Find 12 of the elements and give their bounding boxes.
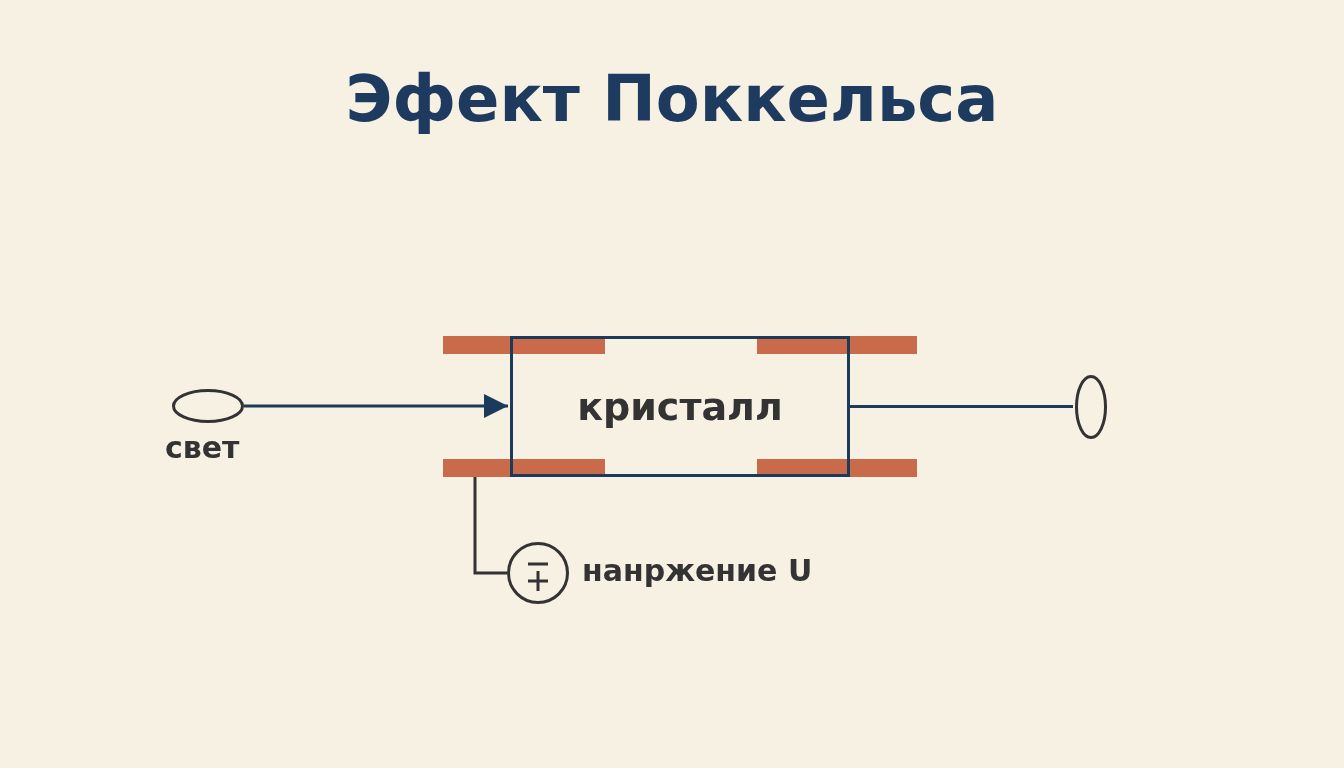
crystal-label: кристалл (577, 384, 783, 429)
output-ellipse (1075, 375, 1107, 439)
electrode-plate (443, 459, 605, 477)
node-label: нанржение U (582, 553, 813, 588)
crystal-box (510, 336, 850, 477)
wire (473, 477, 507, 575)
light-beam-arrow (244, 394, 508, 418)
electrode-plate (757, 459, 917, 477)
node-label: свет (165, 430, 240, 465)
voltage-source-symbol (507, 542, 569, 604)
title: Эфект Поккельса (344, 62, 1000, 136)
light-source-ellipse (172, 389, 244, 423)
